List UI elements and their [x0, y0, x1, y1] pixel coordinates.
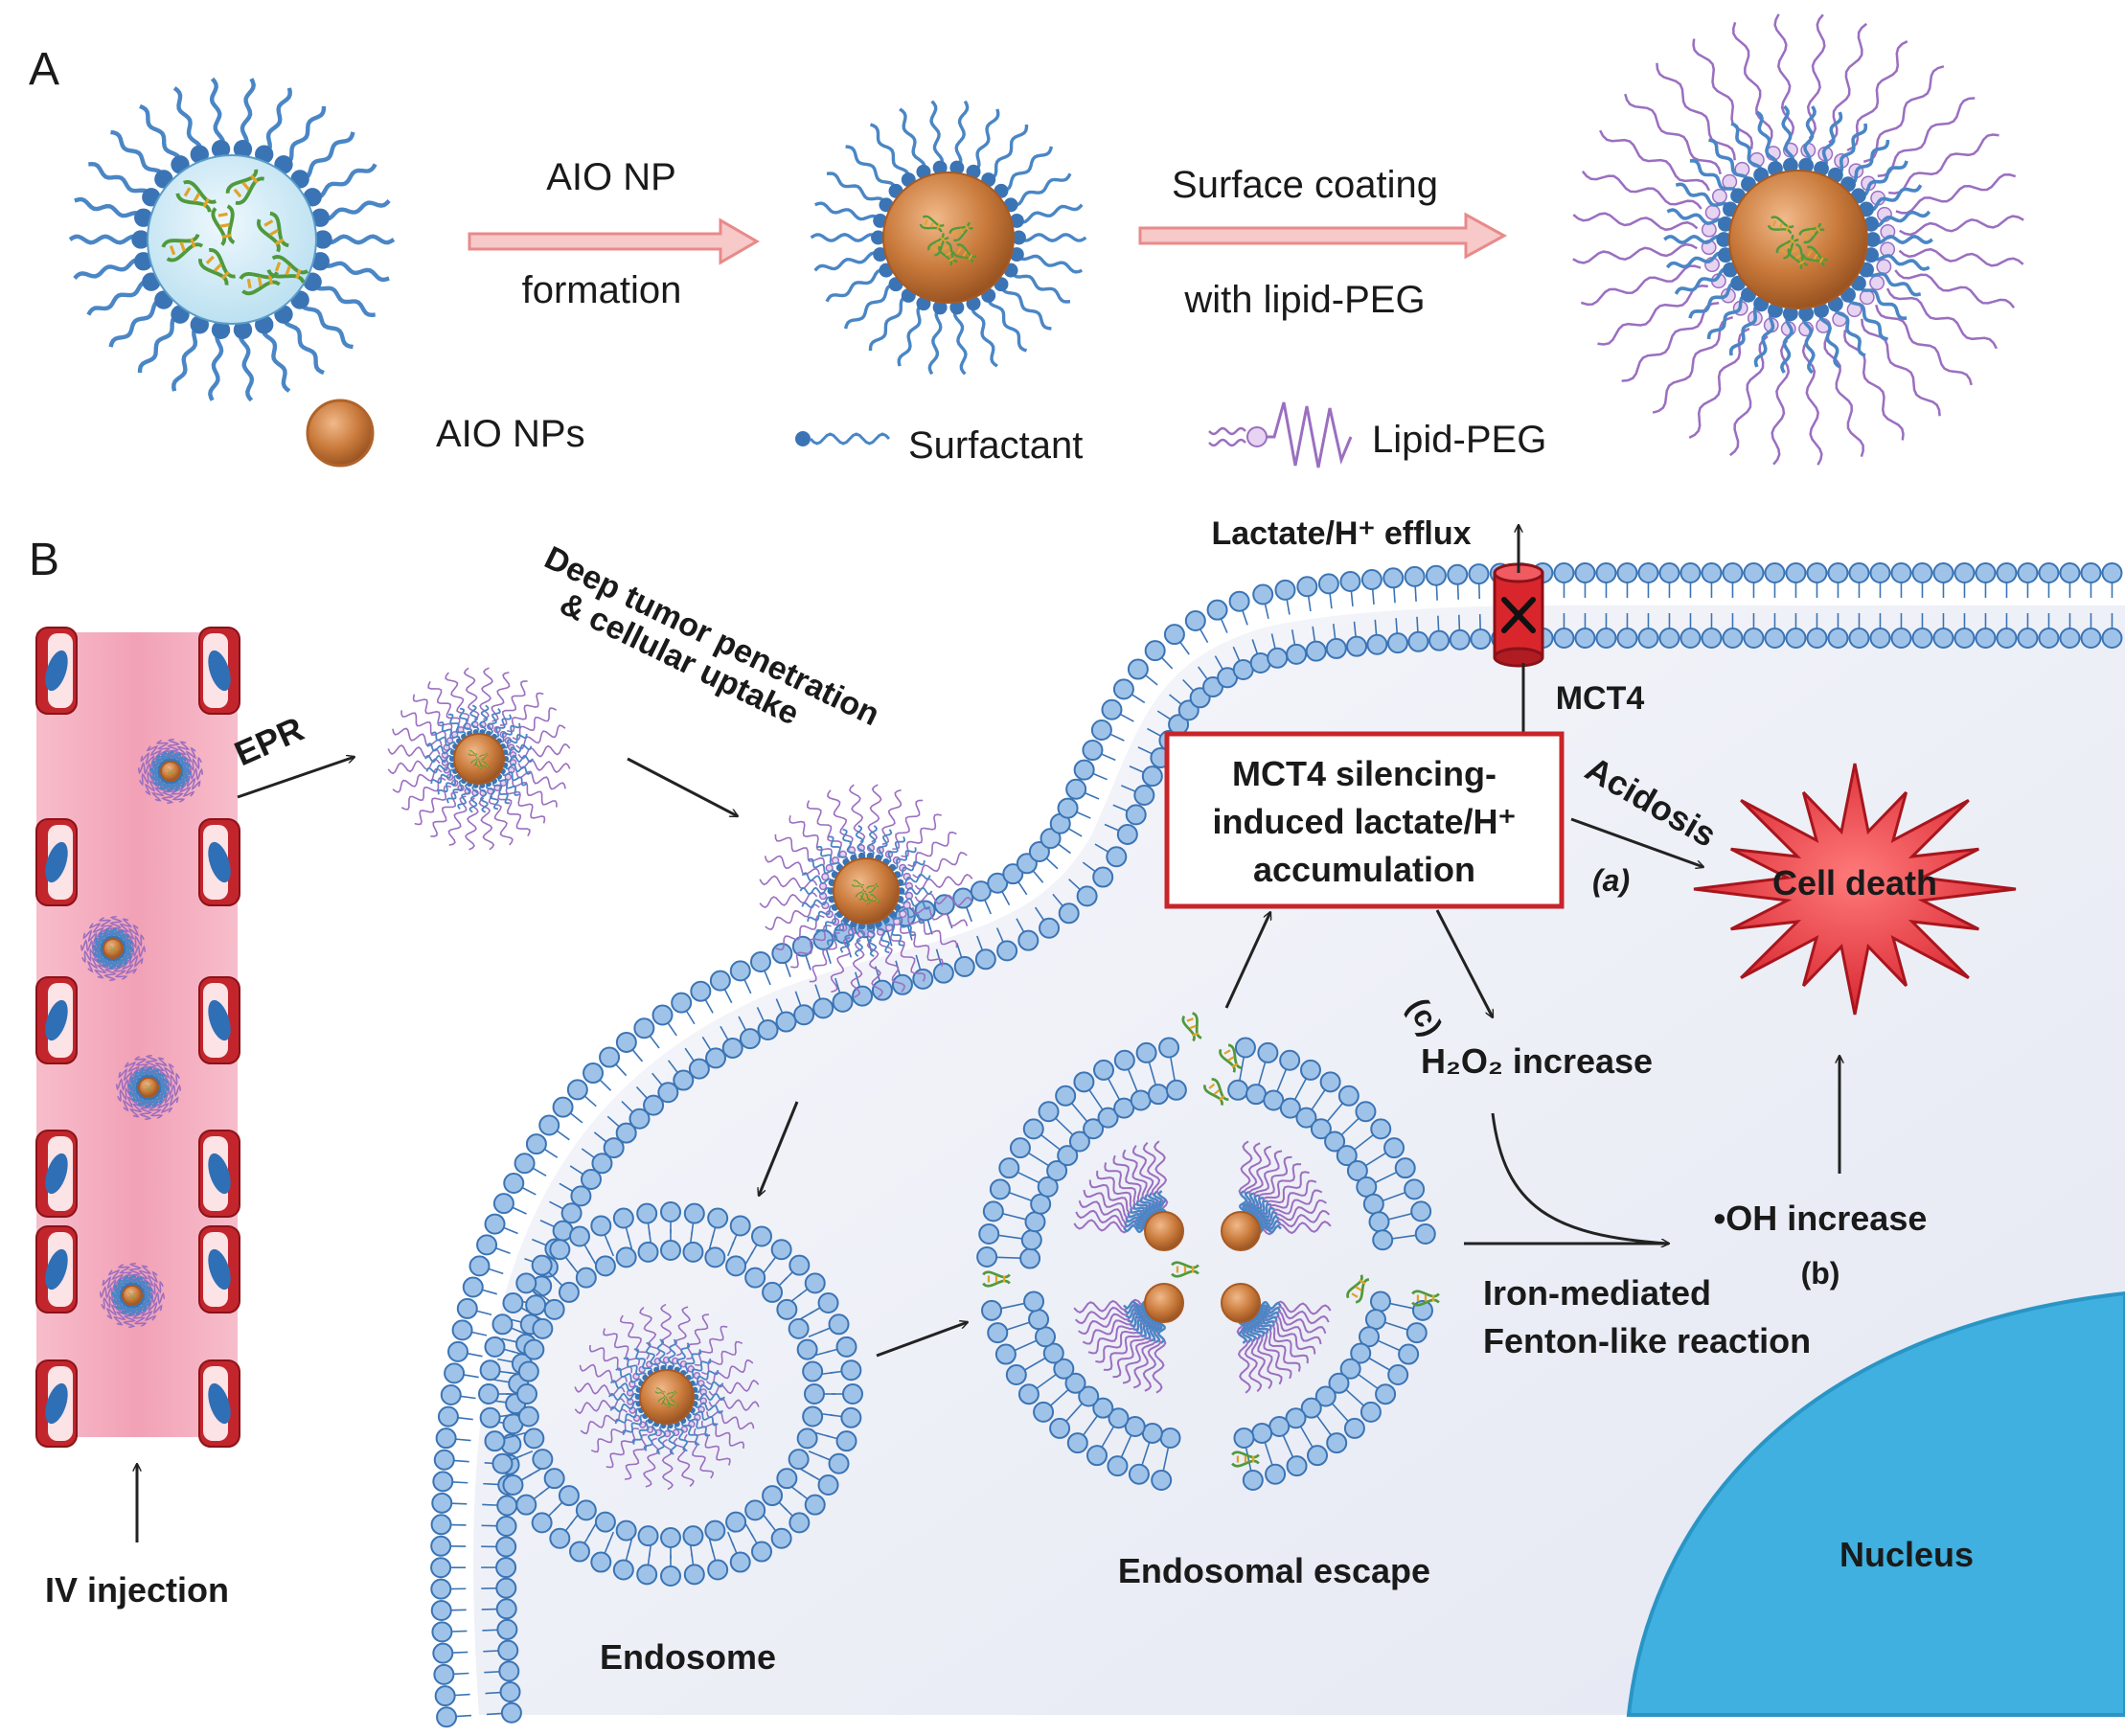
penetration-label-1: Deep tumor penetration: [538, 539, 884, 733]
mct4-transporter: [1493, 562, 1544, 668]
formation-label-1: AIO NP: [546, 156, 676, 198]
box-line-3: accumulation: [1253, 850, 1475, 889]
iv-injection-label: IV injection: [45, 1570, 229, 1610]
epr-arrow: [237, 757, 354, 799]
nucleus-label: Nucleus: [1839, 1535, 1974, 1574]
legend-lipid-peg-label: Lipid-PEG: [1372, 419, 1546, 461]
cell-cytoplasm: [473, 605, 2125, 1715]
h2o2-arrow: [1435, 909, 1495, 1017]
ruptured-endosome: [976, 1037, 1436, 1491]
panel-b-label: B: [29, 535, 59, 585]
epr-label: EPR: [229, 709, 309, 774]
mct4-silencing-box: [1164, 731, 1565, 909]
oh-label: •OH increase: [1714, 1199, 1928, 1238]
mct4-label: MCT4: [1556, 680, 1645, 717]
h2o2-label: H₂O₂ increase: [1421, 1041, 1653, 1081]
legend-nps-label: AIO NPs: [436, 413, 585, 455]
fenton-label-1: Iron-mediated: [1483, 1273, 1711, 1313]
legend-np-swatch: [306, 399, 375, 468]
released-sirna: [982, 1012, 1440, 1468]
cell-death-label: Cell death: [1772, 863, 1937, 902]
surfactant-coated-nanoparticle: [810, 100, 1087, 376]
h2o2-to-oh-curve: [1491, 1112, 1669, 1244]
label-a: (a): [1592, 863, 1630, 898]
coating-label-2: with lipid-PEG: [1183, 279, 1425, 321]
nucleus: [1626, 1291, 2125, 1717]
uptake-arrow: [627, 757, 738, 818]
released-nanoparticle-fragments: [1073, 1140, 1332, 1394]
panel-a-label: A: [29, 44, 59, 95]
endosome-label: Endosome: [600, 1637, 776, 1677]
endosomal-escape-label: Endosomal escape: [1118, 1551, 1430, 1590]
cell-death-burst: [1693, 763, 2017, 1016]
acidosis-arrow: [1570, 817, 1703, 867]
circulating-nanoparticles: [80, 738, 204, 1329]
coating-arrow: [1138, 212, 1508, 260]
internalizing-nanoparticle: [759, 784, 973, 998]
cell-membrane-bilayer: [430, 562, 2123, 1728]
legend-surfactant-swatch: [795, 431, 891, 446]
escape-arrow: [876, 1322, 968, 1358]
sirna-silencing-arrow: [1224, 912, 1270, 1009]
endocytosis-arrow: [759, 1101, 799, 1196]
endosome-nanoparticle: [574, 1303, 760, 1491]
lipid-peg-coated-nanoparticle: [1572, 13, 2024, 466]
microemulsion-particle: [68, 77, 396, 402]
efflux-label: Lactate/H⁺ efflux: [1211, 515, 1471, 552]
legend-lipid-peg-swatch: [1208, 401, 1353, 468]
endosome-vesicle: [478, 1201, 863, 1587]
coating-label-1: Surface coating: [1172, 164, 1438, 206]
tissue-nanoparticle: [387, 667, 571, 851]
box-line-2: induced lactate/H⁺: [1212, 802, 1516, 841]
vessel-endothelial-cells: [35, 627, 240, 1448]
formation-label-2: formation: [522, 269, 682, 311]
box-line-1: MCT4 silencing-: [1232, 754, 1497, 793]
blocked-x-icon: [1501, 597, 1536, 633]
formation-arrow: [468, 217, 760, 265]
label-b: (b): [1801, 1256, 1840, 1291]
legend-surfactant-label: Surfactant: [908, 424, 1083, 467]
fenton-label-2: Fenton-like reaction: [1483, 1321, 1811, 1360]
